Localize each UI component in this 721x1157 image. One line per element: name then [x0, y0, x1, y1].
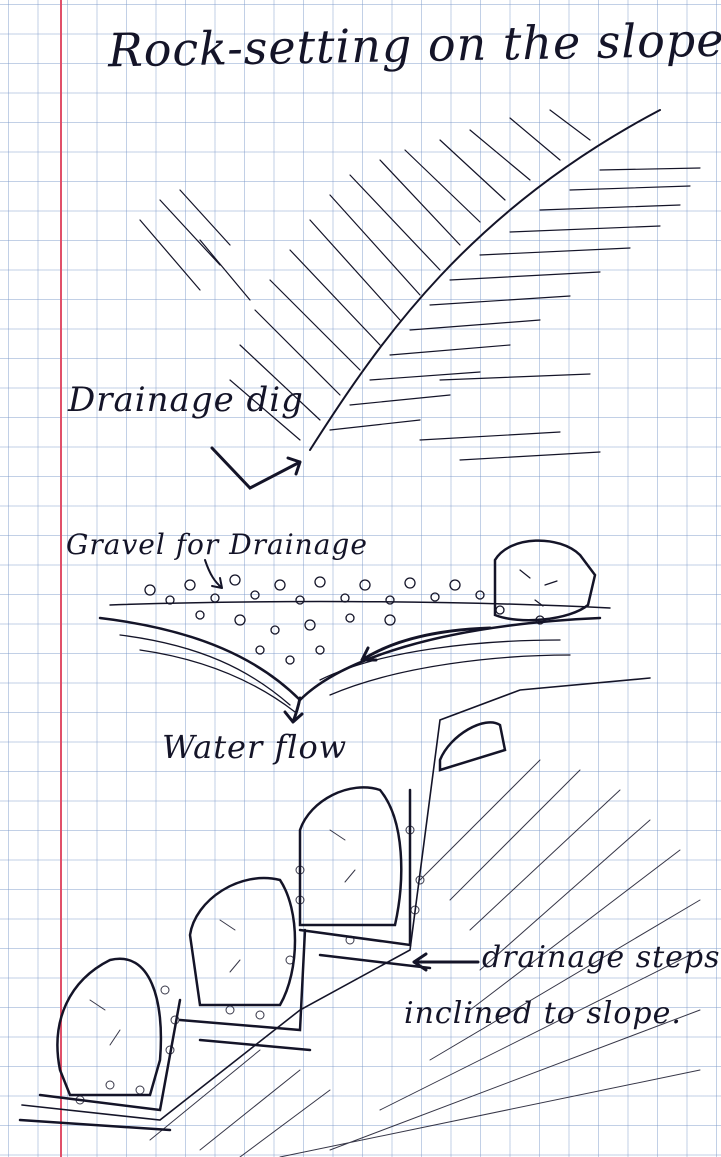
water-flow-arrow-down — [285, 698, 302, 722]
drainage-dig-arrow — [212, 448, 300, 488]
rock-top-sketch — [495, 541, 595, 621]
drainage-dig-label: Drainage dig — [68, 380, 304, 420]
gravel-layer-sketch — [100, 575, 610, 712]
page-title: Rock-setting on the slope — [108, 13, 721, 78]
water-flow-label: Water flow — [162, 728, 347, 766]
inclined-to-slope-label: inclined to slope. — [404, 996, 682, 1031]
drainage-steps-arrow — [414, 954, 478, 970]
gravel-label: Gravel for Drainage — [66, 528, 368, 561]
drainage-steps-label: drainage steps — [482, 940, 721, 975]
gravel-label-arrow — [205, 560, 222, 588]
